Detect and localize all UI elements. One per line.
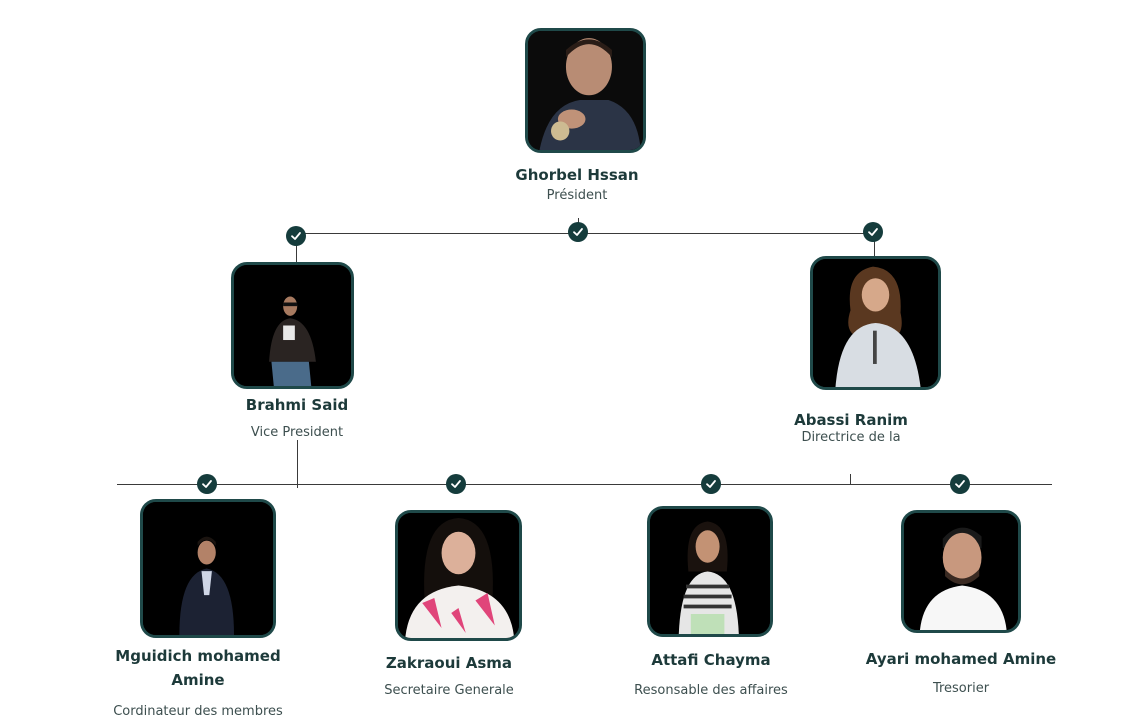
check-icon: [286, 226, 306, 246]
vp-drop-line: [296, 244, 297, 262]
coordinateur-name-line1: Mguidich mohamed: [115, 647, 281, 665]
directrice-drop-line: [874, 240, 875, 256]
responsable-role: Resonsable des affaires: [634, 683, 788, 698]
vp-stem-line: [297, 440, 298, 488]
directrice-name: Abassi Ranim: [794, 411, 908, 429]
secretaire-role: Secretaire Generale: [384, 683, 514, 698]
president-photo[interactable]: [525, 28, 646, 153]
check-icon: [701, 474, 721, 494]
directrice-stem-line: [850, 474, 851, 484]
vice-president-photo[interactable]: [231, 262, 354, 389]
check-icon: [863, 222, 883, 242]
vice-president-role: Vice President: [250, 425, 344, 440]
tresorier-photo[interactable]: [901, 510, 1021, 633]
vice-president-name: Brahmi Said: [245, 396, 349, 414]
check-icon: [197, 474, 217, 494]
responsable-photo[interactable]: [647, 506, 773, 637]
check-icon: [446, 474, 466, 494]
coordinateur-name-line2: Amine: [171, 671, 225, 689]
directrice-photo[interactable]: [810, 256, 941, 390]
responsable-name: Attafi Chayma: [651, 651, 771, 669]
tresorier-role: Tresorier: [932, 681, 990, 696]
coordinateur-role: Cordinateur des membres: [113, 704, 283, 719]
tresorier-name: Ayari mohamed Amine: [865, 650, 1057, 668]
secretaire-photo[interactable]: [395, 510, 522, 641]
check-icon: [568, 222, 588, 242]
president-name: Ghorbel Hssan: [515, 166, 639, 184]
president-role: Président: [546, 188, 608, 203]
secretaire-name: Zakraoui Asma: [385, 654, 513, 672]
check-icon: [950, 474, 970, 494]
bottom-connector-line: [117, 484, 1052, 485]
coordinateur-photo[interactable]: [140, 499, 276, 638]
directrice-role: Directrice de la: [801, 430, 901, 445]
